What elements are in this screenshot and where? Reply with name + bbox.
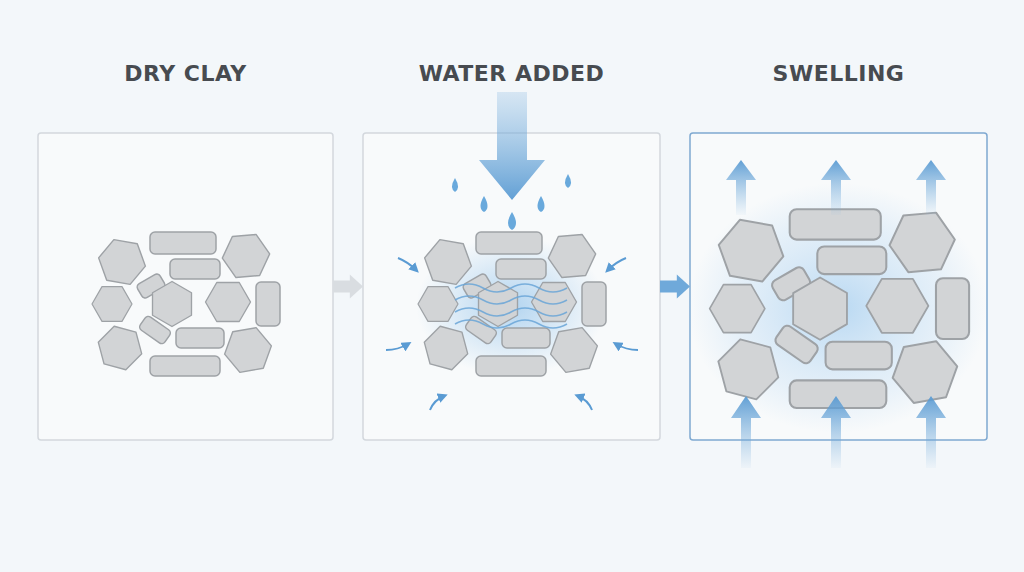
stage-arrow — [333, 275, 363, 299]
stage-heading: SWELLING — [670, 61, 1007, 86]
stage-arrow — [660, 275, 690, 299]
stage-panel: SWELLING — [690, 133, 987, 440]
stage-heading: WATER ADDED — [343, 61, 680, 86]
stage-panel: DRY CLAY — [38, 133, 333, 440]
stage-heading: DRY CLAY — [18, 61, 353, 86]
stage-panel: WATER ADDED — [363, 133, 660, 440]
